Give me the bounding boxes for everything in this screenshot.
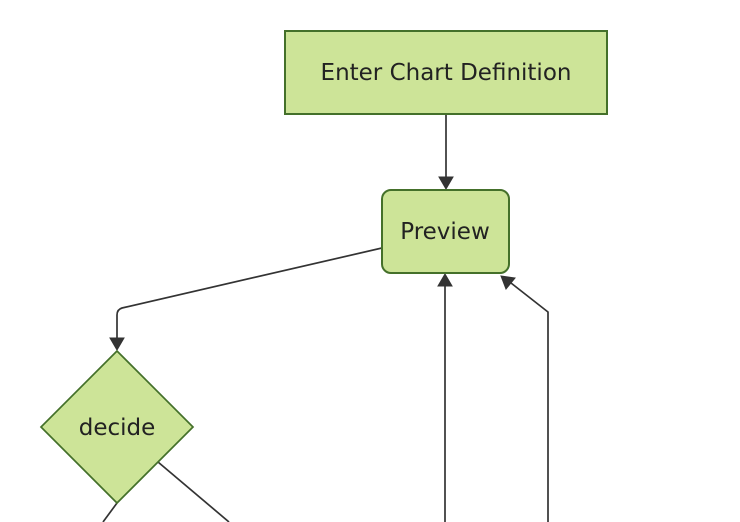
node-preview: Preview — [381, 189, 510, 274]
node-decide-shape — [39, 349, 195, 505]
node-preview-shape — [381, 189, 510, 274]
edge-offscreen-bottom-right-to-preview — [500, 275, 549, 522]
edge-line — [157, 461, 230, 522]
node-enter-chart-definition-label: Enter Chart Definition — [321, 60, 572, 86]
arrowhead-up-left-icon — [500, 275, 516, 290]
edge-line — [510, 282, 549, 522]
edge-decide-to-offscreen-bottom-right — [157, 461, 230, 522]
edge-enter-chart-definition-to-preview — [438, 114, 454, 190]
edge-preview-to-decide — [109, 247, 383, 351]
arrowhead-down-icon — [109, 337, 125, 351]
edge-line — [116, 247, 383, 340]
edge-line — [102, 502, 118, 522]
node-preview-label: Preview — [400, 219, 490, 245]
edge-decide-to-offscreen-bottom-left — [102, 502, 118, 522]
node-enter-chart-definition-shape — [284, 30, 608, 115]
node-decide-label: decide — [79, 415, 156, 441]
node-enter-chart-definition: Enter Chart Definition — [284, 30, 608, 115]
arrowhead-up-icon — [437, 273, 453, 287]
edge-offscreen-bottom-to-preview — [437, 273, 453, 522]
arrowhead-down-icon — [438, 176, 454, 190]
node-decide: decide — [39, 349, 195, 505]
